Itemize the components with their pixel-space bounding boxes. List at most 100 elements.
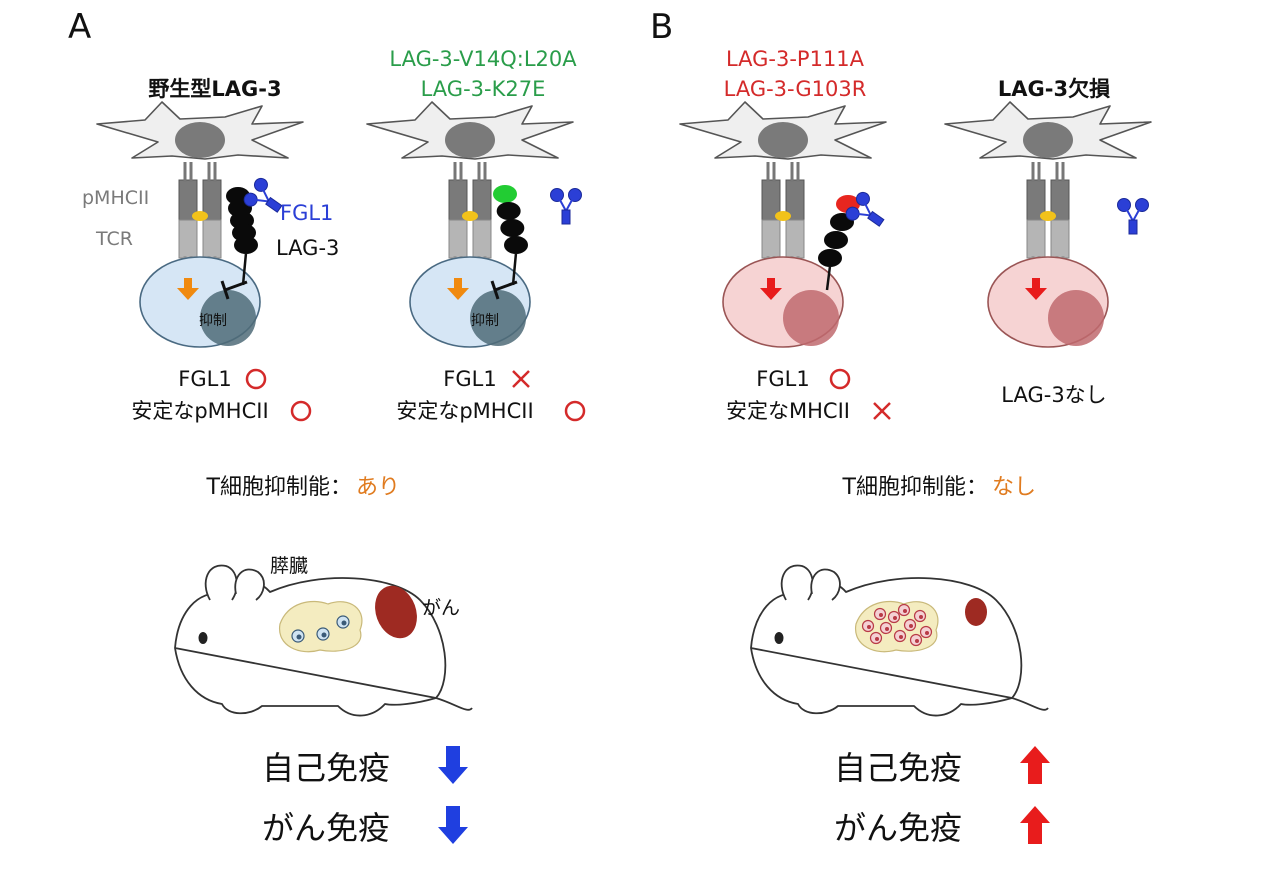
mouse-ear <box>810 568 841 601</box>
outcome-autoimmunity-a: 自己免疫 <box>262 749 390 787</box>
schematic-knockout <box>944 101 1152 348</box>
lag3-domain <box>234 236 258 254</box>
lag3-domain <box>496 202 521 220</box>
schematic-mhcii-mutant <box>679 101 887 348</box>
t-cell-infiltrate-nucleus <box>903 609 907 613</box>
tcr-chain <box>761 219 781 259</box>
peptide <box>1040 211 1056 221</box>
no-cross-mark <box>512 370 530 388</box>
svg-text:LAG-3-P111A: LAG-3-P111A <box>726 47 865 71</box>
svg-text:FGL1: FGL1 <box>443 367 496 391</box>
fgl1-domain <box>845 206 860 221</box>
pancreas <box>279 600 363 653</box>
function-line-b: T細胞抑制能： なし <box>842 475 1036 500</box>
tcr-chain <box>178 219 198 259</box>
fgl1-domain <box>243 192 258 207</box>
tcr-chain <box>1050 219 1070 259</box>
svg-text:FGL1: FGL1 <box>756 367 809 391</box>
svg-text:LAG-3-G103R: LAG-3-G103R <box>724 77 867 101</box>
fgl1-dimer <box>1117 198 1149 235</box>
condition-title-knockout: LAG-3欠損 <box>998 77 1111 101</box>
signal-arrow <box>177 278 199 300</box>
signal-arrow <box>1025 278 1047 300</box>
pancreas-label: 膵臓 <box>270 555 308 577</box>
mouse-eye <box>198 632 208 644</box>
fgl1-domain <box>253 177 268 192</box>
t-cell-infiltrate-nucleus <box>885 627 889 631</box>
down-arrow-icon <box>438 746 468 784</box>
t-cell-infiltrate-nucleus <box>893 616 897 620</box>
lag3-domain <box>824 231 848 249</box>
status-mhcii-mutant: FGL1 安定なMHCII <box>726 367 891 423</box>
t-cell-nucleus <box>200 290 256 346</box>
up-arrow-icon <box>1020 806 1050 844</box>
lag3-label: LAG-3 <box>276 236 339 260</box>
outcome-arrows <box>438 746 1050 844</box>
tcr-chain <box>785 219 805 259</box>
tumor-small <box>965 598 987 626</box>
cell-schematics <box>96 101 1152 348</box>
svg-text:自己免疫: 自己免疫 <box>834 749 962 787</box>
fgl1-stem <box>561 209 571 225</box>
outcome-autoimmunity-b: 自己免疫 <box>834 749 962 787</box>
fgl1-stem <box>867 210 885 227</box>
signal-arrow <box>760 278 782 300</box>
condition-title-wild-type: 野生型LAG-3 <box>148 77 281 101</box>
tcr-chain <box>1026 219 1046 259</box>
yes-circle-mark <box>245 368 267 390</box>
no-cross-mark <box>873 402 891 420</box>
tcr-chain <box>448 219 468 259</box>
tumor-large <box>375 585 417 639</box>
t-cell-infiltrate-nucleus <box>296 634 302 640</box>
condition-title-fgl1-mutants: LAG-3-V14Q:L20A LAG-3-K27E <box>389 47 577 101</box>
inhibition-bar <box>220 280 230 300</box>
t-cell-infiltrate-nucleus <box>321 632 327 638</box>
svg-text:T細胞抑制能：: T細胞抑制能： <box>842 475 988 500</box>
peptide <box>192 211 208 221</box>
lag3-domain <box>818 249 842 267</box>
status-fgl1-mutant: FGL1 安定なpMHCII <box>396 367 586 423</box>
fgl1-stem <box>1128 219 1138 235</box>
t-cell-infiltrate-nucleus <box>925 631 929 635</box>
yes-circle-mark <box>290 400 312 422</box>
svg-text:LAG-3-V14Q:L20A: LAG-3-V14Q:L20A <box>389 47 577 71</box>
apc-nucleus <box>1023 122 1073 158</box>
svg-text:安定なpMHCII: 安定なpMHCII <box>131 399 268 423</box>
t-cell-infiltrate-nucleus <box>899 635 903 639</box>
fgl1-domain <box>568 188 582 202</box>
apc-nucleus <box>175 122 225 158</box>
mouse-eye <box>774 632 784 644</box>
svg-text:自己免疫: 自己免疫 <box>262 749 390 787</box>
condition-title-mhcii-mutants: LAG-3-P111A LAG-3-G103R <box>724 47 867 101</box>
status-wild-type: FGL1 安定なpMHCII <box>131 367 312 423</box>
tcr-label: TCR <box>95 228 133 250</box>
tcr-chain <box>202 219 222 259</box>
fgl1-dimer <box>550 188 582 225</box>
status-knockout: LAG-3なし <box>1001 383 1106 407</box>
inhibition-arm <box>494 280 518 292</box>
svg-text:がん免疫: がん免疫 <box>834 809 962 847</box>
outcome-tumor-immunity-b: がん免疫 <box>834 809 962 847</box>
svg-text:安定なpMHCII: 安定なpMHCII <box>396 399 533 423</box>
mouse-ear <box>204 564 238 601</box>
svg-text:FGL1: FGL1 <box>178 367 231 391</box>
svg-text:がん免疫: がん免疫 <box>262 809 390 847</box>
t-cell-infiltrate-nucleus <box>875 637 879 641</box>
peptide <box>462 211 478 221</box>
yes-circle-mark <box>829 368 851 390</box>
mouse <box>174 564 473 717</box>
peptide <box>775 211 791 221</box>
t-cell-infiltrate-nucleus <box>341 620 347 626</box>
svg-text:安定なMHCII: 安定なMHCII <box>726 399 850 423</box>
fgl1-linker <box>1126 209 1140 224</box>
t-cell-nucleus <box>1048 290 1104 346</box>
tumor-label: がん <box>422 597 460 619</box>
yes-circle-mark <box>564 400 586 422</box>
mouse-ear <box>780 564 814 601</box>
svg-text:LAG-3欠損: LAG-3欠損 <box>998 77 1111 101</box>
fgl1-domain <box>550 188 564 202</box>
lag3-domain <box>493 185 517 203</box>
svg-text:野生型LAG-3: 野生型LAG-3 <box>148 77 281 101</box>
t-cell-infiltrate-nucleus <box>919 615 923 619</box>
